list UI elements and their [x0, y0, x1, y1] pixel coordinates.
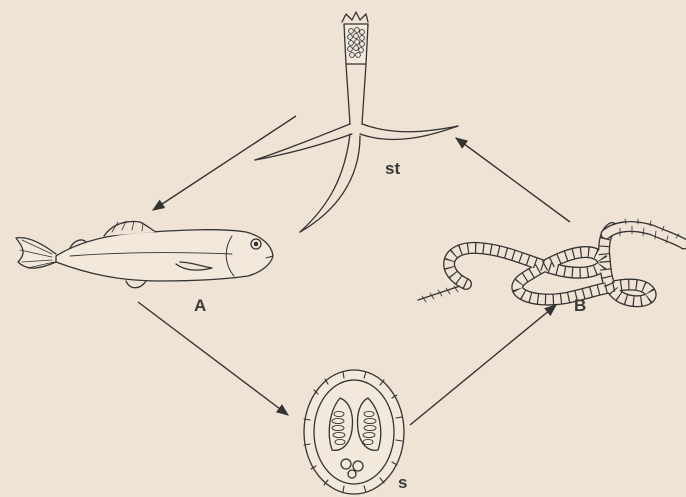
fish-host-icon	[16, 221, 273, 288]
arrow-st-to-A	[153, 116, 296, 210]
label-st: st	[385, 160, 400, 177]
arrow-s-to-B	[410, 305, 556, 425]
label-s: s	[398, 474, 407, 491]
label-A: A	[194, 297, 206, 314]
label-B: B	[574, 297, 586, 314]
oligochaete-worm-host-icon	[418, 219, 684, 302]
triactinomyxon-spore-icon	[255, 12, 458, 232]
arrow-B-to-st	[456, 138, 570, 222]
arrow-A-to-s	[138, 302, 288, 415]
myxospore-icon	[304, 370, 404, 494]
